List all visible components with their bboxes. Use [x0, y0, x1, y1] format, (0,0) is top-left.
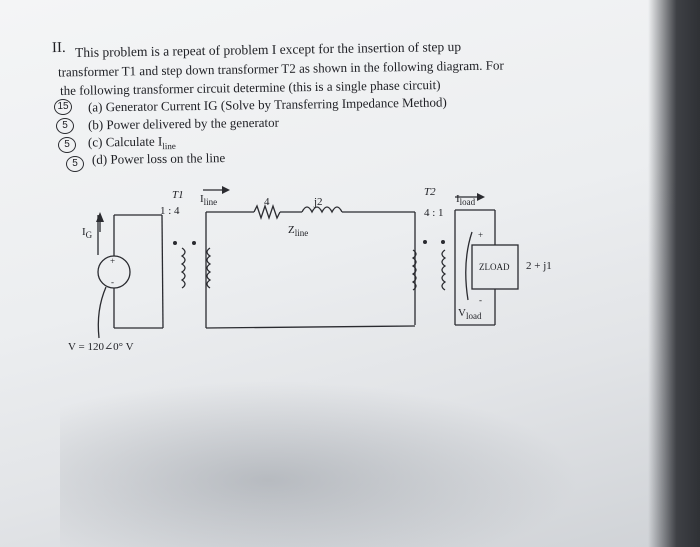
source-minus: -: [111, 277, 114, 287]
vload-letter: V: [458, 307, 466, 319]
t2-secondary-coil: [441, 249, 447, 291]
iload-label: Iload: [456, 193, 475, 207]
iline-letter: I: [200, 193, 204, 205]
voltage-lead: [97, 286, 107, 339]
t1-dot-secondary: [192, 241, 196, 245]
line-wire-bottom: [205, 325, 416, 329]
t2-label: T2: [424, 186, 436, 198]
line-inductor: [301, 206, 343, 214]
t1-ratio: 1 : 4: [160, 205, 180, 217]
vload-sub: load: [465, 311, 482, 322]
iline-arrow-head: [222, 186, 230, 194]
t2-primary-coil: [411, 249, 417, 291]
ig-label: IG: [82, 226, 92, 240]
t1-dot-primary: [173, 241, 177, 245]
ig-letter: I: [82, 226, 86, 238]
zline-sub: line: [294, 228, 309, 239]
t2-dot-primary: [423, 240, 427, 244]
zload-label: ZLOAD: [479, 262, 510, 272]
zload-value: 2 + j1: [526, 260, 552, 272]
zline-label: Zline: [288, 224, 308, 238]
gen-wire-right: [161, 214, 164, 329]
t1-secondary-coil: [206, 247, 212, 289]
t1-label: T1: [172, 189, 184, 201]
source-voltage: V = 120∠0° V: [68, 341, 134, 353]
iline-label: Iline: [200, 193, 217, 207]
vload-brace: [465, 231, 473, 301]
t1-primary-coil: [180, 247, 186, 289]
ig-arrow-head: [96, 212, 104, 222]
vload-label: Vload: [458, 307, 481, 321]
points-mark-d: 5: [66, 156, 84, 172]
ig-sub: G: [85, 230, 93, 241]
iline-sub: line: [203, 197, 218, 208]
source-plus: +: [110, 256, 116, 266]
points-mark-b: 5: [56, 118, 74, 134]
hand-shadow: [60, 380, 580, 547]
points-mark-c: 5: [58, 137, 76, 153]
dark-background-edge: [648, 0, 700, 547]
load-plus: +: [478, 230, 484, 240]
iload-letter: I: [456, 193, 460, 205]
points-mark-a: 15: [54, 99, 72, 115]
iload-arrow-head: [477, 193, 485, 201]
line-resistor: [253, 203, 281, 221]
reactance-value: j2: [314, 196, 323, 208]
iload-sub: load: [459, 197, 476, 208]
t2-ratio: 4 : 1: [424, 207, 444, 219]
zline-letter: Z: [288, 224, 295, 236]
t2-dot-secondary: [441, 240, 445, 244]
resistance-value: 4: [264, 196, 270, 208]
load-minus: -: [479, 295, 482, 305]
